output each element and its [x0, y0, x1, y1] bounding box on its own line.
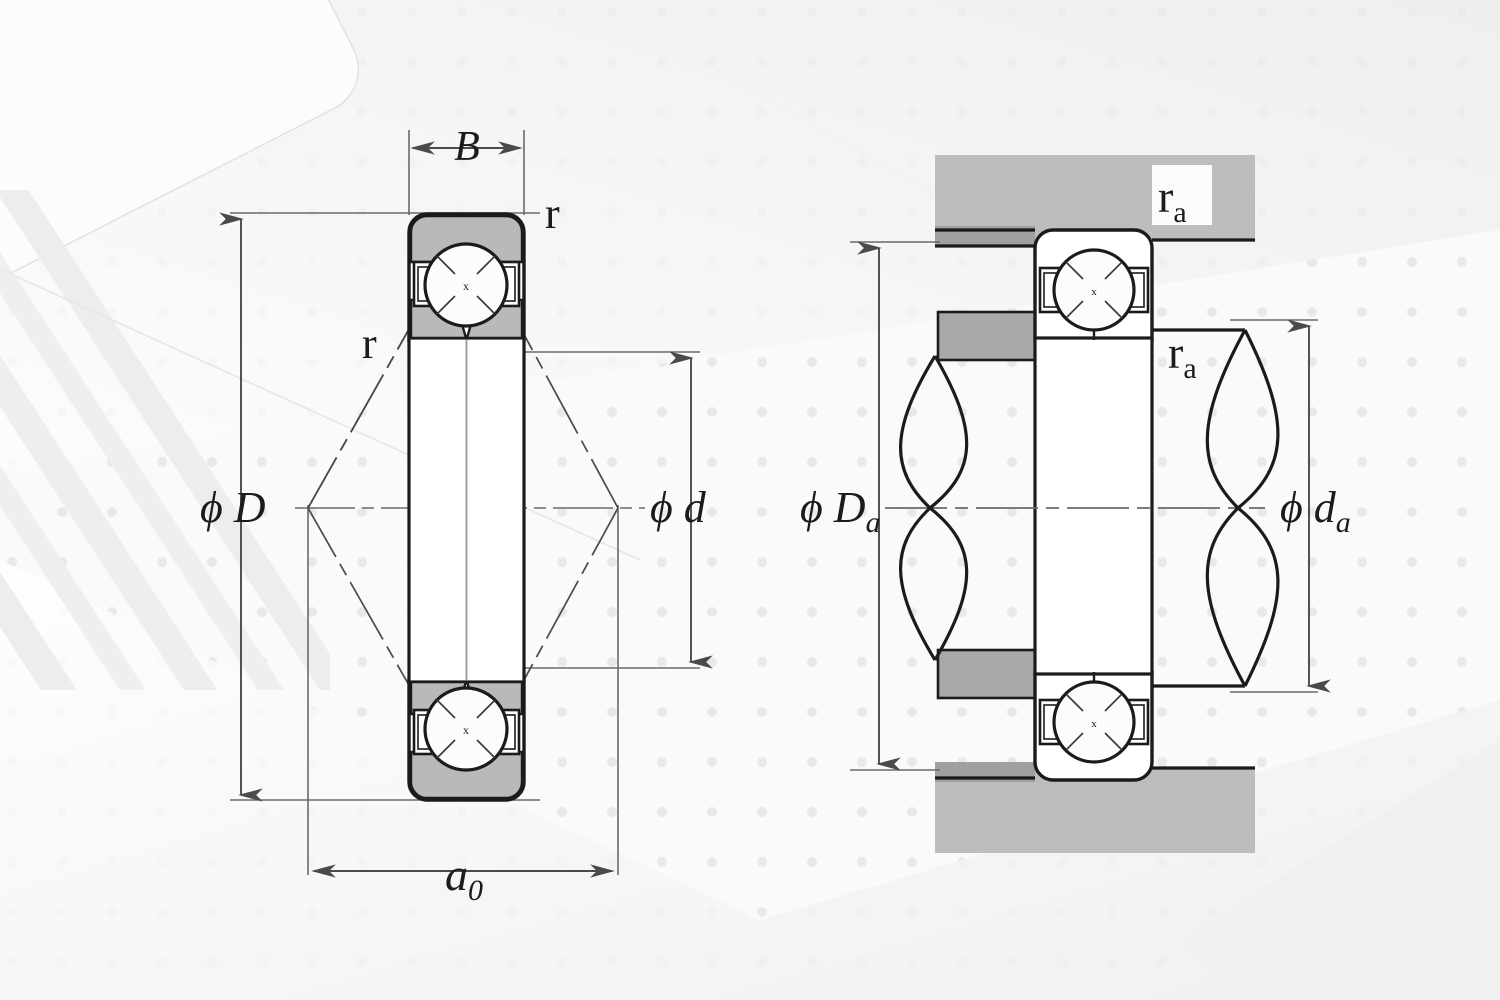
label-contact-offset-a0: a0: [445, 849, 483, 907]
label-housing-fillet-ra: ra: [1158, 171, 1187, 229]
decor-panel-top: [0, 0, 1500, 470]
label-bore-diameter: ϕ d: [650, 483, 707, 532]
ball-center-mark-top: x: [463, 279, 469, 293]
decor-panel-corner: [1180, 740, 1500, 1000]
outer-race-bottom: [409, 750, 524, 800]
ball-crosshair-bottom-right: [1065, 693, 1123, 751]
label-fillet-r-left: r: [362, 319, 377, 368]
shaft-shoulder-bottom: [936, 648, 1038, 700]
label-housing-shoulder-diameter: ϕ Da: [800, 483, 881, 539]
decor-panel-bottom: [0, 560, 1500, 1000]
ring-web-right: [1033, 336, 1154, 676]
left-extension-lines: [230, 130, 700, 875]
ball-station-top-right: x: [1038, 248, 1150, 340]
ball-crosshair-top: [436, 255, 496, 315]
decor-stripes: [0, 190, 330, 690]
ball-crosshair-top-right: [1065, 261, 1123, 319]
ball-station-bottom-right: x: [1038, 672, 1150, 764]
label-width-B: B: [454, 124, 480, 170]
ball-center-mark-top-right: x: [1091, 286, 1097, 298]
label-outer-diameter: ϕ D: [200, 483, 266, 532]
label-backdrop-ra-housing: [1152, 165, 1212, 225]
right-view-group: x x r: [800, 155, 1351, 853]
decor-rounded-rect: [0, 0, 360, 288]
ball-center-mark-bottom: x: [463, 723, 469, 737]
break-line-left-inner: [927, 355, 969, 661]
decor-hairline-1: [0, 268, 641, 561]
ball-crosshair-bottom: [436, 699, 496, 759]
housing-block-bottom: [935, 768, 1255, 853]
break-line-right-inner: [1205, 329, 1247, 687]
shaft-shoulder-top: [936, 310, 1038, 362]
ball-station-top-left: x: [409, 214, 524, 340]
shaft-face-lines: [1152, 328, 1245, 688]
ball-center-mark-bottom-right: x: [1091, 718, 1097, 730]
housing-edge-lines: [935, 228, 1255, 780]
label-shaft-fillet-ra: ra: [1168, 327, 1197, 385]
ball-station-bottom-left: x: [409, 680, 524, 800]
label-shaft-shoulder-diameter: ϕ da: [1280, 483, 1351, 539]
label-fillet-r-top: r: [545, 189, 560, 238]
left-view-group: x x B r r ϕ D ϕ d a0: [200, 124, 713, 907]
outer-race-top: [409, 214, 524, 264]
